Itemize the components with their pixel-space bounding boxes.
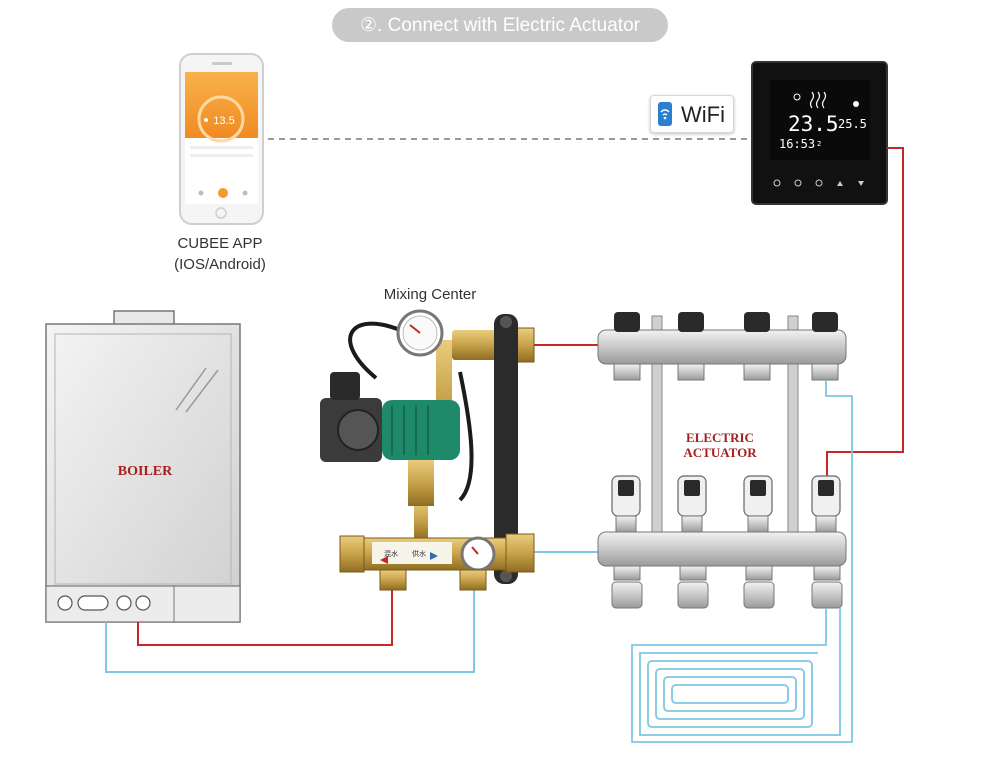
thermostat-time: 16:53 <box>779 137 815 151</box>
wifi-icon <box>658 102 672 126</box>
thermostat: 23.5 25.5 16:53 2 <box>751 61 888 205</box>
wifi-label: WiFi <box>681 102 725 127</box>
thermostat-current-temp: 23.5 <box>788 112 839 136</box>
boiler <box>45 310 241 623</box>
manifold <box>597 312 847 609</box>
app-label: CUBEE APP (IOS/Android) <box>150 233 290 275</box>
actuator-1 <box>611 475 641 533</box>
actuator-2 <box>677 475 707 533</box>
valve-marking-left: 混水 <box>384 549 398 558</box>
mixing-center: 混水 供水 <box>320 309 535 591</box>
actuator-control-wire <box>826 147 904 478</box>
actuator-3 <box>743 475 773 533</box>
actuator-label-line2: ACTUATOR <box>683 445 757 460</box>
actuator-label-line1: ELECTRIC <box>686 430 754 445</box>
smartphone: 13.5 <box>179 53 264 225</box>
mixing-center-label: Mixing Center <box>383 286 477 303</box>
header-title: ②. Connect with Electric Actuator <box>332 8 668 42</box>
boiler-label: BOILER <box>117 464 173 479</box>
boiler-return-pipe <box>105 588 475 673</box>
valve-marking-right: 供水 <box>412 549 426 558</box>
top-valve-1 <box>613 312 641 381</box>
top-valve-2 <box>677 312 705 381</box>
top-valve-3 <box>743 312 771 381</box>
actuator-label: ELECTRIC ACTUATOR <box>660 430 780 460</box>
app-platform: (IOS/Android) <box>174 256 266 273</box>
wifi-badge: WiFi <box>650 95 734 133</box>
thermostat-set-temp: 25.5 <box>838 117 867 131</box>
boiler-supply-pipe <box>137 588 393 646</box>
app-name: CUBEE APP <box>177 235 263 252</box>
top-valve-4 <box>811 312 839 381</box>
thermostat-day: 2 <box>817 140 821 148</box>
actuator-4 <box>811 475 841 533</box>
phone-temperature: 13.5 <box>213 115 234 127</box>
floor-heating-loop <box>631 380 853 743</box>
